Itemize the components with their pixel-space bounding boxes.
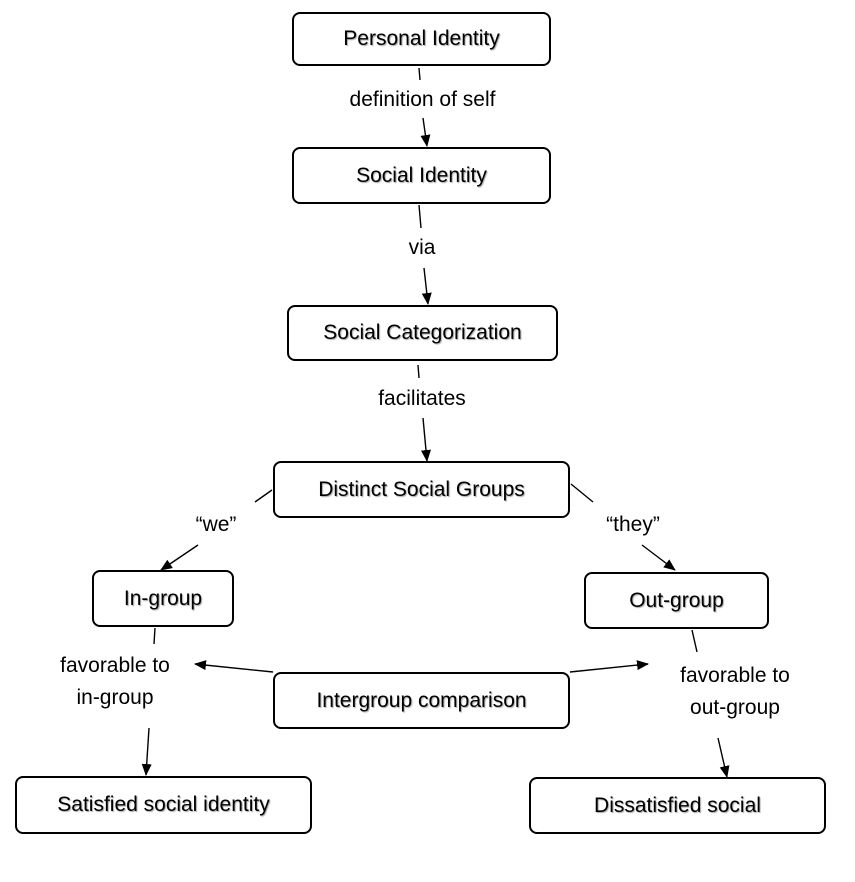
edge-label-favorable-out-line2: out-group bbox=[675, 692, 795, 724]
node-social-identity: Social Identity bbox=[292, 147, 551, 204]
edge-groups-to-outgroup bbox=[570, 483, 594, 503]
edge-categorization-to-groups-arrow bbox=[421, 417, 431, 462]
node-distinct-social-groups: Distinct Social Groups bbox=[273, 461, 570, 518]
edge-social-to-categorization bbox=[418, 204, 422, 229]
edge-label-definition-of-self: definition of self bbox=[330, 84, 515, 116]
edge-categorization-to-groups bbox=[417, 364, 420, 379]
node-intergroup-comparison: Intergroup comparison bbox=[273, 672, 570, 729]
node-dissatisfied-social: Dissatisfied social bbox=[529, 777, 826, 834]
edge-label-we: “we” bbox=[183, 509, 249, 541]
edge-personal-to-social bbox=[418, 67, 421, 81]
node-out-group: Out-group bbox=[584, 572, 769, 629]
edge-comparison-to-ingroup-arrow bbox=[194, 660, 274, 673]
node-satisfied-social-identity: Satisfied social identity bbox=[15, 776, 312, 834]
edge-comparison-to-outgroup-arrow bbox=[569, 660, 649, 673]
edge-label-via: via bbox=[398, 232, 446, 264]
edge-label-facilitates: facilitates bbox=[366, 383, 478, 415]
edge-favorable-to-dissatisfied-arrow bbox=[717, 737, 730, 778]
edge-label-favorable-out-line1: favorable to bbox=[665, 660, 805, 692]
edge-outgroup-to-favorable bbox=[691, 629, 698, 653]
edge-label-favorable-in-line1: favorable to bbox=[45, 650, 185, 682]
edge-favorable-to-satisfied-arrow bbox=[141, 727, 152, 776]
node-social-categorization: Social Categorization bbox=[287, 305, 558, 361]
node-personal-identity: Personal Identity bbox=[292, 12, 551, 66]
edge-personal-to-social-arrow bbox=[420, 117, 431, 147]
edge-ingroup-to-favorable bbox=[153, 627, 156, 645]
edge-groups-to-ingroup-arrow bbox=[160, 544, 199, 571]
edge-label-they: “they” bbox=[594, 509, 672, 541]
edge-label-favorable-in-line2: in-group bbox=[55, 682, 175, 714]
edge-groups-to-ingroup bbox=[254, 489, 273, 503]
edge-groups-to-outgroup-arrow bbox=[641, 544, 676, 571]
edge-social-to-categorization-arrow bbox=[421, 267, 432, 305]
node-in-group: In-group bbox=[92, 570, 234, 627]
